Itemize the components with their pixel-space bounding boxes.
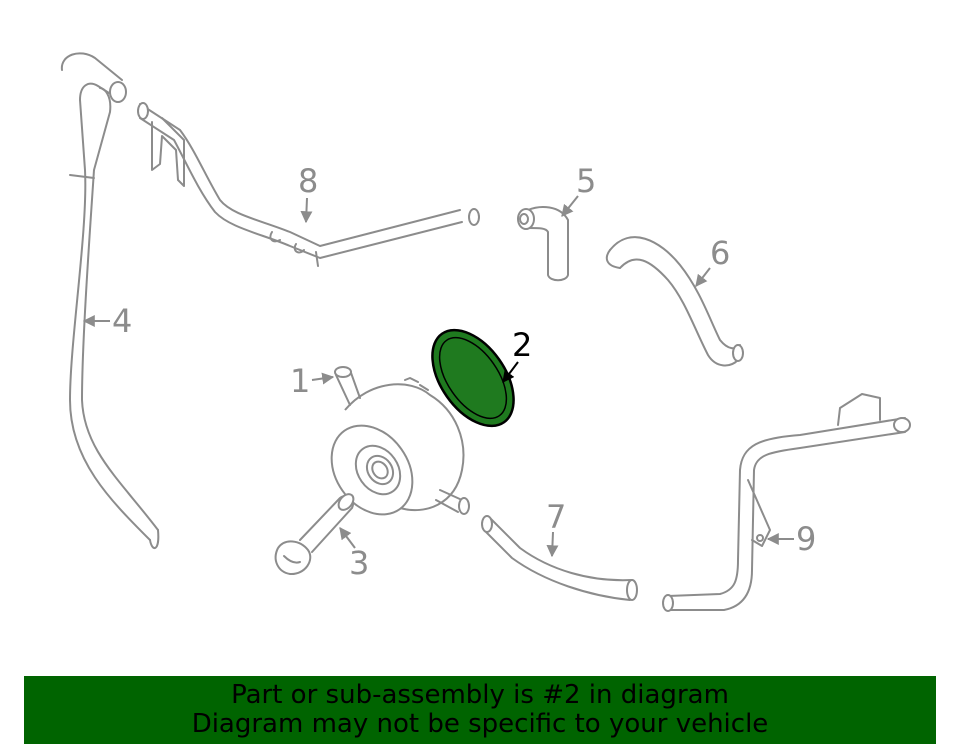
info-banner: Part or sub-assembly is #2 in diagram Di… <box>24 676 936 744</box>
callout-8: 8 <box>298 162 318 224</box>
part-1-oil-cooler[interactable] <box>315 366 470 530</box>
callout-9-label: 9 <box>796 520 816 558</box>
callout-1: 1 <box>290 362 335 400</box>
callout-1-label: 1 <box>290 362 310 400</box>
callout-4: 4 <box>82 302 132 340</box>
part-5-elbow[interactable] <box>517 206 569 282</box>
callout-7: 7 <box>546 498 566 558</box>
part-2-gasket[interactable] <box>416 315 530 440</box>
callout-7-label: 7 <box>546 498 566 536</box>
part-4-hose[interactable] <box>60 52 160 549</box>
callout-4-label: 4 <box>112 302 132 340</box>
callout-8-label: 8 <box>298 162 318 200</box>
callout-6: 6 <box>695 234 730 287</box>
callout-3-label: 3 <box>349 544 369 582</box>
banner-line-disclaimer: Diagram may not be specific to your vehi… <box>191 709 769 739</box>
part-6-hose[interactable] <box>605 236 744 367</box>
callout-2: 2 <box>502 326 532 383</box>
part-3-bolt[interactable] <box>274 491 357 576</box>
callout-3: 3 <box>339 527 369 582</box>
banner-line-part: Part or sub-assembly is #2 in diagram <box>231 680 729 710</box>
callout-6-label: 6 <box>710 234 730 272</box>
callout-9: 9 <box>766 520 816 558</box>
part-7-hose[interactable] <box>481 515 638 601</box>
part-8-tube[interactable] <box>137 102 480 267</box>
callout-5: 5 <box>561 162 596 217</box>
callout-5-label: 5 <box>576 162 596 200</box>
parts-diagram: 1 2 3 4 5 6 7 8 9 <box>60 52 911 612</box>
part-9-tube[interactable] <box>662 393 911 612</box>
callout-2-label: 2 <box>512 326 532 364</box>
